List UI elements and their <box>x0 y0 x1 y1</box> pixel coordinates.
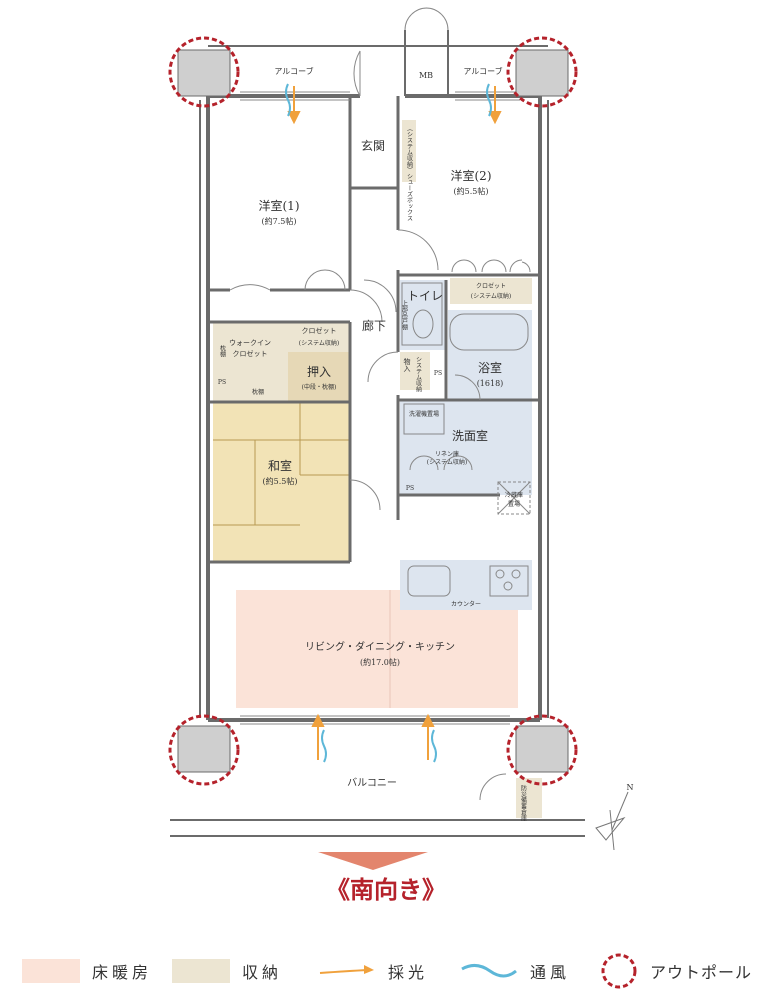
toilet-label: トイレ <box>407 289 443 303</box>
shelf-left-label: 枕棚 <box>219 344 226 358</box>
ldk-name: リビング・ダイニング・キッチン <box>305 640 455 653</box>
balcony-label: バルコニー <box>347 777 397 789</box>
interior-walls <box>208 96 540 564</box>
japanese-size: (約5.5帖) <box>263 476 298 486</box>
legend-label: 床暖房 <box>92 963 153 982</box>
mb-label: MB <box>419 71 433 80</box>
closet-center-sub: (システム収納) <box>299 339 340 347</box>
shelf-bottom-label: 枕棚 <box>252 388 264 396</box>
japanese-name: 和室 <box>268 458 292 473</box>
hallway-label: 廊下 <box>362 318 386 333</box>
linen-label: リネン庫 <box>435 450 459 458</box>
oshiire-area <box>288 352 350 402</box>
storage-swatch <box>172 959 230 983</box>
walkin-label: ウォークイン <box>229 339 271 347</box>
bathroom-size: (1618) <box>477 379 504 388</box>
outpole-circle-icon <box>168 714 240 786</box>
legend-daylight: 採光 <box>318 959 428 983</box>
storage-hall-label: 物入 <box>403 357 411 372</box>
daylight-arrows <box>287 86 502 760</box>
walkin-label2: クロゼット <box>233 349 268 358</box>
hall-storage-area <box>400 352 430 390</box>
japanese-room-area <box>213 402 350 562</box>
outpole-circle-icon <box>168 36 240 108</box>
door-swings <box>229 7 531 801</box>
alcove-right-label: アルコーブ <box>463 66 502 76</box>
ps3-label: PS <box>406 485 414 492</box>
closet-w2-sub: (システム収納) <box>471 292 512 300</box>
oshiire-sub: (中段・枕棚) <box>302 383 337 391</box>
storage-hall-sub: システム収納 <box>415 356 422 393</box>
closet-center-label: クロゼット <box>302 326 337 335</box>
compass-north-label: N <box>627 783 634 792</box>
direction-label: 《南向き》 <box>326 875 446 904</box>
legend-ventilation: 通風 <box>460 959 570 983</box>
closet-w2-label: クロゼット <box>476 282 506 290</box>
western1-name: 洋室(1) <box>259 198 300 213</box>
bathroom-name: 浴室 <box>478 360 502 375</box>
floor-heating-swatch <box>22 959 80 983</box>
outpole-circle-icon <box>506 36 578 108</box>
legend-floor-heating: 床暖房 <box>22 959 152 983</box>
alcove-left-label: アルコーブ <box>274 66 313 76</box>
fridge-sub: 置場 <box>508 500 520 508</box>
legend-outpole: アウトポール <box>600 951 752 991</box>
outpole-circle-icon <box>506 714 578 786</box>
counter-label: カウンター <box>451 600 481 608</box>
ventilation-wave-icon <box>461 964 517 978</box>
toilet-storage-label: 上部吊戸棚 <box>401 299 408 331</box>
outer-walls <box>206 94 542 722</box>
compass-icon <box>595 791 629 851</box>
disaster-storage-label: 防災備蓄倉庫 <box>520 784 527 822</box>
ventilation-waves <box>285 83 492 763</box>
kitchen-area <box>400 560 532 610</box>
legend-label: 通風 <box>530 963 571 982</box>
south-direction-arrow <box>318 852 428 870</box>
closet-w2-area <box>450 278 532 304</box>
washroom-label: 洗面室 <box>452 428 488 443</box>
ps2-label: PS <box>434 370 442 377</box>
shoebox-area <box>402 120 416 182</box>
legend: 床暖房 収納 採光 通風 アウトポール <box>0 945 772 995</box>
western2-name: 洋室(2) <box>451 168 492 183</box>
entrance-label: 玄関 <box>361 138 385 153</box>
bathroom-area <box>448 310 532 400</box>
legend-label: 採光 <box>388 963 429 982</box>
washroom-area <box>400 400 532 495</box>
washer-label: 洗濯機置場 <box>409 410 439 418</box>
western1-size: (約7.5帖) <box>262 216 297 226</box>
ldk-size: (約17.0帖) <box>360 657 400 667</box>
closet-center-area <box>288 322 350 352</box>
fridge-label: 冷蔵庫 <box>505 491 523 499</box>
daylight-arrow-icon <box>319 965 374 974</box>
shoe-storage-label: （システム収納）シューズボックス <box>406 125 413 221</box>
walkin-closet-area <box>213 322 288 402</box>
linen-sub: (システム収納) <box>427 458 468 466</box>
outpole-columns <box>168 36 578 786</box>
oshiire-label: 押入 <box>307 365 331 379</box>
legend-storage: 収納 <box>172 959 282 983</box>
ps1-label: PS <box>218 379 226 386</box>
legend-label: 収納 <box>242 963 283 982</box>
legend-label: アウトポール <box>650 963 753 982</box>
western2-size: (約5.5帖) <box>454 186 489 196</box>
outpole-circle-icon <box>601 953 637 989</box>
